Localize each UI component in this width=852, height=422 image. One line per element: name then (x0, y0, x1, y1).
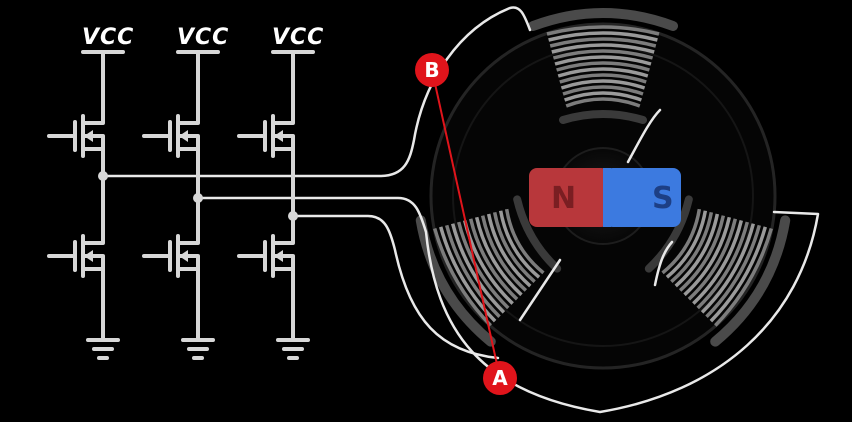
magnet-north-label: N (551, 181, 576, 216)
junction-dot (288, 211, 298, 221)
magnet-south-label: S (652, 181, 674, 216)
ground-symbol (276, 338, 310, 360)
marker-b: B (415, 53, 449, 87)
high-side-transistor (237, 100, 295, 172)
svg-text:A: A (492, 366, 508, 390)
stator-coil-2 (415, 195, 562, 347)
vcc-label-1: VCC (82, 25, 134, 50)
permanent-magnet: N S (529, 168, 681, 227)
ground-symbol (181, 338, 215, 360)
stator-coil-3 (644, 195, 791, 347)
junction-dot (98, 171, 108, 181)
probe-line: B A (415, 53, 517, 395)
stator-coil-1 (528, 8, 678, 124)
half-bridge-2 (142, 50, 220, 360)
vcc-label-2: VCC (177, 25, 229, 50)
marker-a: A (483, 361, 517, 395)
high-side-transistor (47, 100, 105, 172)
low-side-transistor (237, 220, 295, 292)
low-side-transistor (142, 220, 200, 292)
half-bridge-3 (237, 50, 315, 360)
half-bridge-drivers (47, 50, 315, 360)
magnet-south-pole (605, 168, 681, 227)
vcc-label-3: VCC (272, 25, 324, 50)
stator-coils (415, 8, 791, 347)
magnet-north-pole (529, 168, 609, 227)
high-side-transistor (142, 100, 200, 172)
low-side-transistor (47, 220, 105, 292)
ground-symbol (86, 338, 120, 360)
half-bridge-1 (47, 50, 125, 360)
junction-dot (193, 193, 203, 203)
svg-text:B: B (424, 58, 439, 82)
